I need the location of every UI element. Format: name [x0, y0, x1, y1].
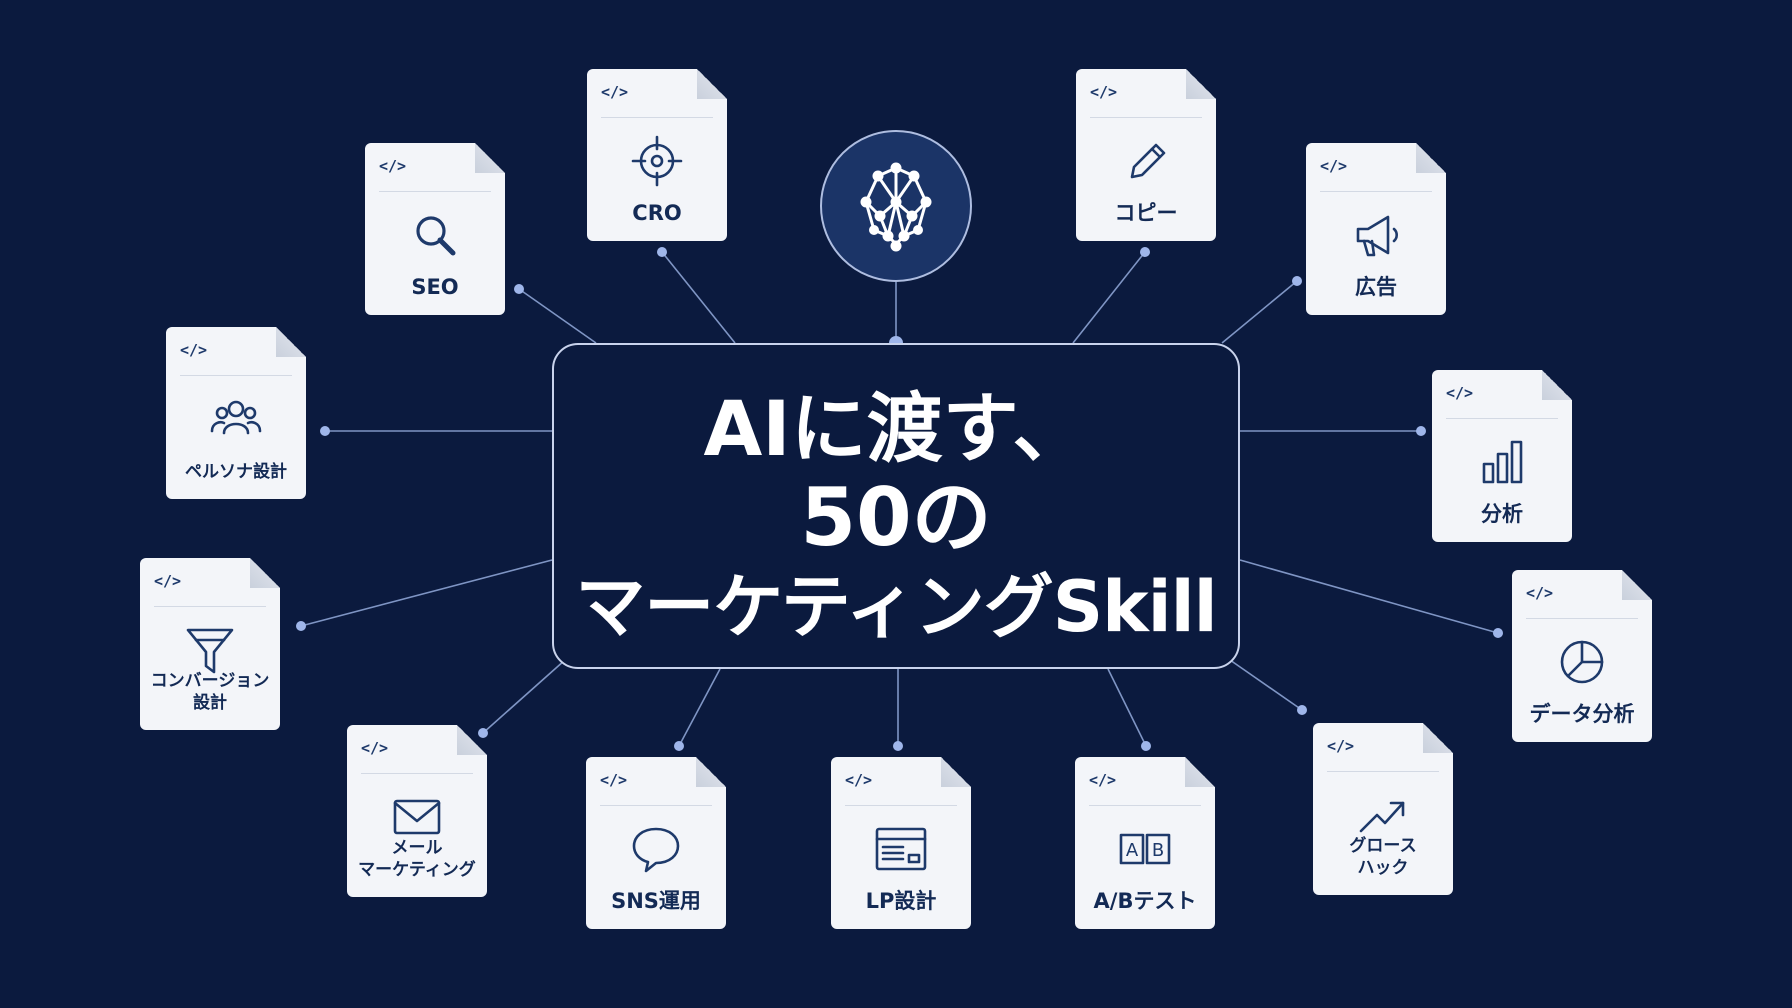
card-divider	[1526, 618, 1638, 619]
skill-card-cro[interactable]: </> CRO	[587, 69, 727, 241]
code-tag-icon: </>	[1526, 584, 1554, 602]
card-divider	[154, 606, 266, 607]
connector-ads	[1221, 280, 1298, 344]
chat-bubble-icon	[628, 821, 684, 877]
skill-label: メール マーケティング	[358, 838, 476, 880]
card-divider	[1320, 191, 1432, 192]
connector-data	[1239, 559, 1499, 634]
skill-label: A/Bテスト	[1093, 889, 1197, 913]
connector-dot-data	[1493, 628, 1503, 638]
connector-dot-seo	[514, 284, 524, 294]
connector-dot-persona	[320, 426, 330, 436]
skill-label: LP設計	[865, 889, 937, 913]
code-tag-icon: </>	[1089, 771, 1117, 789]
code-tag-icon: </>	[1446, 384, 1474, 402]
connector-sns	[678, 668, 721, 747]
card-divider	[1446, 418, 1558, 419]
ai-brain-badge	[820, 130, 972, 282]
title-line-2: 50の	[800, 471, 992, 564]
connector-dot-conversion	[296, 621, 306, 631]
skill-card-growth[interactable]: </> グロース ハック	[1313, 723, 1453, 895]
skill-card-analytics[interactable]: </> 分析	[1432, 370, 1572, 542]
skill-label: 分析	[1481, 502, 1523, 526]
card-divider	[1327, 771, 1439, 772]
funnel-icon	[182, 622, 238, 678]
code-tag-icon: </>	[1320, 157, 1348, 175]
trend-up-icon	[1355, 787, 1411, 843]
code-tag-icon: </>	[845, 771, 873, 789]
card-divider	[845, 805, 957, 806]
connector-dot-ads	[1292, 276, 1302, 286]
code-tag-icon: </>	[1327, 737, 1355, 755]
title-line-1: AIに渡す、	[703, 384, 1089, 473]
skill-label: コピー	[1114, 201, 1178, 225]
connector-seo	[518, 288, 597, 344]
svg-text:B: B	[1152, 840, 1164, 861]
browser-layout-icon	[873, 821, 929, 877]
megaphone-icon	[1348, 207, 1404, 263]
code-tag-icon: </>	[600, 771, 628, 789]
connector-copy	[1072, 251, 1146, 344]
skill-label: ペルソナ設計	[185, 462, 287, 482]
connector-cro	[661, 251, 736, 344]
svg-text:A: A	[1126, 840, 1139, 861]
skill-card-sns[interactable]: </> SNS運用	[586, 757, 726, 929]
skill-card-seo[interactable]: </> SEO	[365, 143, 505, 315]
skill-card-lp[interactable]: </> LP設計	[831, 757, 971, 929]
envelope-icon	[389, 789, 445, 845]
skill-card-conversion[interactable]: </> コンバージョン 設計	[140, 558, 280, 730]
pie-chart-icon	[1554, 634, 1610, 690]
skill-label: 広告	[1355, 275, 1397, 299]
skill-label: CRO	[632, 201, 682, 225]
code-tag-icon: </>	[154, 572, 182, 590]
card-divider	[1090, 117, 1202, 118]
connector-dot-cro	[657, 247, 667, 257]
connector-dot-analytics	[1416, 426, 1426, 436]
code-tag-icon: </>	[361, 739, 389, 757]
card-divider	[1089, 805, 1201, 806]
card-divider	[361, 773, 473, 774]
connector-dot-abtest	[1141, 741, 1151, 751]
connector-dot-growth	[1297, 705, 1307, 715]
skill-card-email[interactable]: </> メール マーケティング	[347, 725, 487, 897]
connector-dot-copy	[1140, 247, 1150, 257]
card-divider	[601, 117, 713, 118]
card-divider	[600, 805, 712, 806]
skill-label: SNS運用	[611, 889, 701, 913]
code-tag-icon: </>	[379, 157, 407, 175]
connector-dot-lp	[893, 741, 903, 751]
card-divider	[180, 375, 292, 376]
code-tag-icon: </>	[601, 83, 629, 101]
skill-label: SEO	[411, 275, 459, 299]
connector-conversion	[300, 559, 553, 627]
skill-card-data[interactable]: </> データ分析	[1512, 570, 1652, 742]
skill-card-persona[interactable]: </> ペルソナ設計	[166, 327, 306, 499]
skill-label: グロース ハック	[1349, 836, 1417, 878]
pencil-icon	[1118, 133, 1174, 189]
skill-label: データ分析	[1529, 702, 1635, 726]
skill-card-copy[interactable]: </> コピー	[1076, 69, 1216, 241]
connector-dot-email	[478, 728, 488, 738]
target-icon	[629, 133, 685, 189]
skill-card-ads[interactable]: </> 広告	[1306, 143, 1446, 315]
code-tag-icon: </>	[1090, 83, 1118, 101]
connector-dot-sns	[674, 741, 684, 751]
bar-chart-icon	[1474, 434, 1530, 490]
title-line-3: マーケティングSkill	[575, 566, 1217, 648]
connector-abtest	[1107, 668, 1147, 747]
title-panel: AIに渡す、 50の マーケティングSkill	[552, 343, 1240, 669]
connector-growth	[1229, 659, 1303, 711]
search-icon	[407, 207, 463, 263]
card-divider	[379, 191, 491, 192]
skill-label: コンバージョン 設計	[150, 671, 270, 713]
users-icon	[208, 391, 264, 447]
connector-email	[482, 659, 566, 734]
code-tag-icon: </>	[180, 341, 208, 359]
brain-network-icon	[860, 162, 932, 252]
